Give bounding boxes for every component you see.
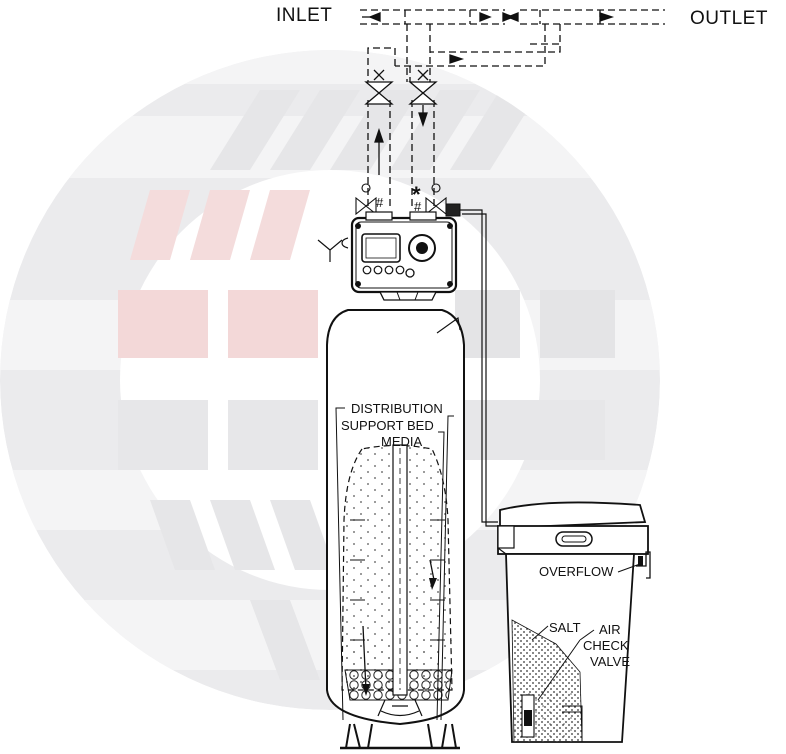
distribution-label: DISTRIBUTION [351, 401, 443, 416]
brine-line [460, 209, 498, 527]
outlet-label: OUTLET [690, 8, 768, 29]
salt-label: SALT [549, 620, 581, 635]
support-bed-label: SUPPORT BED [341, 418, 434, 433]
check-label: CHECK [583, 638, 629, 653]
inlet-label: INLET [276, 5, 333, 26]
hash-symbol-right: # [414, 199, 422, 214]
media-label: MEDIA [381, 434, 423, 449]
air-label: AIR [599, 622, 621, 637]
control-valve [317, 203, 461, 301]
asterisk-symbol: * [412, 182, 421, 207]
resin-tank [326, 309, 465, 750]
valve-label: VALVE [590, 654, 630, 669]
hash-symbol-left: # [376, 195, 384, 210]
isolation-valves [364, 69, 438, 105]
flow-arrows [362, 12, 615, 175]
overflow-label: OVERFLOW [539, 564, 614, 579]
brine-tank [497, 501, 651, 743]
